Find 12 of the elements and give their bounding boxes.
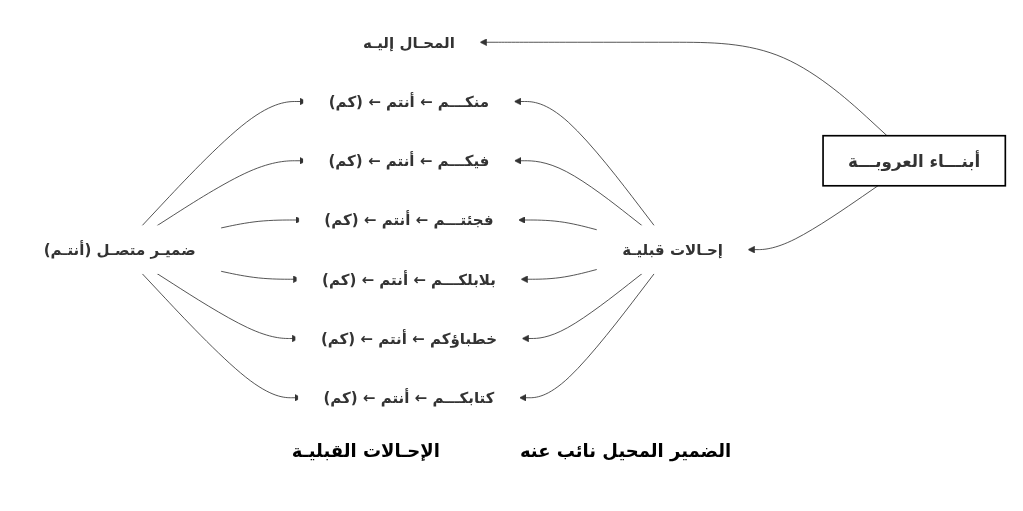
node-box: أبنـــاء العروبـــة: [821, 134, 1006, 187]
node-text: فجئتـــم ← أنتم ← (كم): [323, 211, 494, 229]
node-text: المحـال إليـه: [362, 33, 455, 52]
brace-caption: الضمير المحيل نائب عنه: [519, 440, 732, 461]
brace-caption: الإحـالات القبليـة: [291, 440, 440, 461]
node-text: ضميـر متصـل (أنتـم): [43, 240, 196, 259]
node-text: بلابلكـــم ← أنتم ← (كم): [321, 270, 496, 289]
node-text: فيكـــم ← أنتم ← (كم): [327, 151, 489, 170]
node-text: إحـالات قبليـة: [621, 240, 723, 259]
node-text: خطباؤكم ← أنتم ← (كم): [320, 329, 497, 348]
node-text: منكـــم ← أنتم ← (كم): [328, 92, 489, 111]
node-text: كتابكـــم ← أنتم ← (كم): [322, 388, 494, 407]
